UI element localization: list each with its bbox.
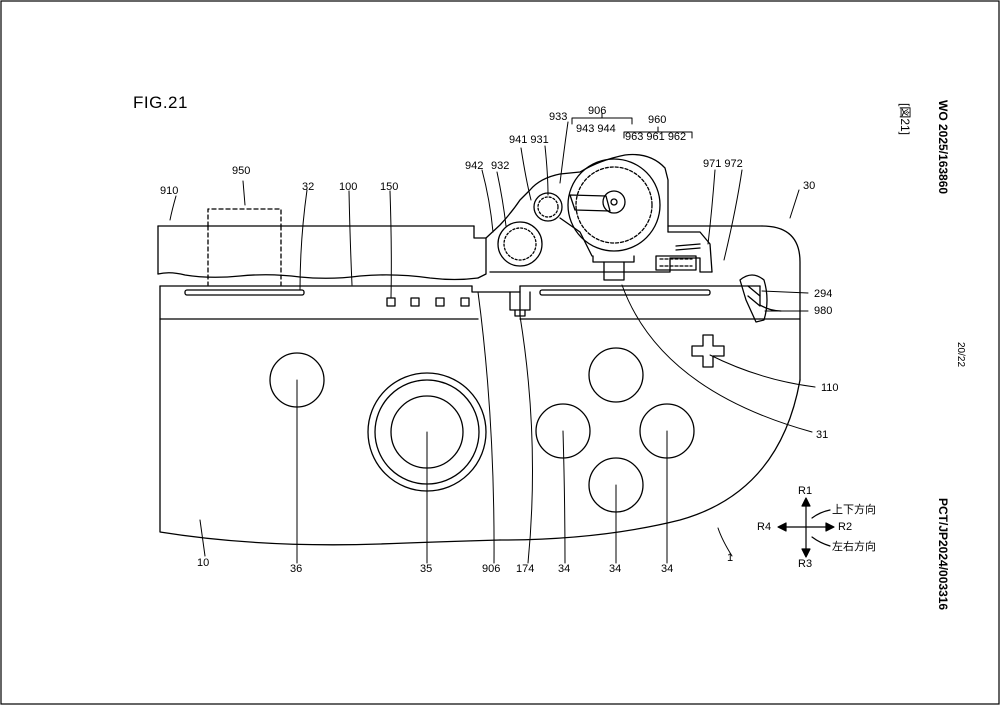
led-indicators-150 [386, 297, 470, 307]
ref-32: 32 [302, 181, 315, 193]
ref-906: 906 [482, 563, 501, 575]
ref-1: 1 [727, 552, 734, 564]
ref-960: 960 [648, 114, 667, 126]
ref-980: 980 [814, 305, 833, 317]
dpad-110 [691, 334, 725, 368]
dir-r4: R4 [757, 521, 772, 533]
ref-294: 294 [814, 288, 833, 300]
label-braces [571, 112, 693, 139]
figure-header-jp: [図21] [898, 103, 912, 136]
ref-35: 35 [420, 563, 433, 575]
page-number: 20/22 [955, 342, 966, 368]
ref-971-972: 971 972 [703, 158, 743, 170]
ref-941-931: 941 931 [509, 134, 549, 146]
ref-942: 942 [465, 160, 484, 172]
dir-r3: R3 [798, 558, 813, 570]
figure-title: FIG.21 [133, 93, 188, 112]
ref-943-944: 943 944 [576, 123, 616, 135]
ref-34-a: 34 [558, 563, 571, 575]
dir-horizontal-label: 左右方向 [832, 541, 876, 553]
application-number: PCT/JP2024/003316 [936, 498, 950, 611]
ref-31: 31 [816, 429, 829, 441]
ref-906-group: 906 [588, 105, 607, 117]
ref-30: 30 [803, 180, 816, 192]
leader-lines [169, 121, 816, 564]
ref-933: 933 [549, 111, 568, 123]
ref-34-c: 34 [661, 563, 674, 575]
buttons-34 [535, 347, 695, 513]
ref-36: 36 [290, 563, 303, 575]
mechanism-assembly [473, 153, 768, 323]
dir-r2: R2 [838, 521, 853, 533]
ref-932: 932 [491, 160, 510, 172]
ref-174: 174 [516, 563, 535, 575]
publication-number: WO 2025/163860 [936, 100, 950, 195]
direction-arrows [777, 497, 835, 558]
rail-slots [184, 285, 761, 306]
dir-r1: R1 [798, 485, 813, 497]
ref-910: 910 [160, 185, 179, 197]
ref-150: 150 [380, 181, 399, 193]
ref-10: 10 [197, 557, 210, 569]
ref-110: 110 [821, 382, 839, 394]
box-950 [207, 208, 282, 286]
ref-950: 950 [232, 165, 251, 177]
fastener-174 [509, 291, 531, 317]
main-housing-10 [159, 285, 801, 546]
ref-963-961-962: 963 961 962 [625, 131, 687, 143]
dir-vertical-label: 上下方向 [832, 504, 876, 516]
ref-100: 100 [339, 181, 358, 193]
ref-34-b: 34 [609, 563, 622, 575]
